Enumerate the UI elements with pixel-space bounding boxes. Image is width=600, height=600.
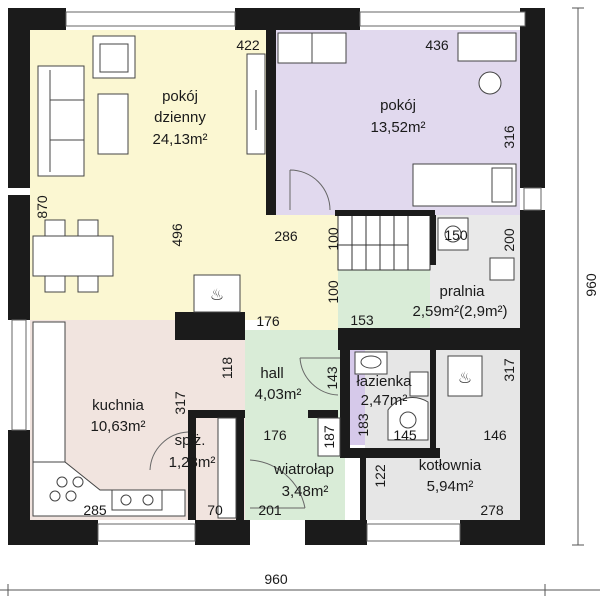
bathroom-name: łazienka [356,373,412,390]
dim-label: 316 [501,125,517,149]
dim-label: 436 [425,37,449,53]
laundry-name: pralnia [439,283,485,300]
bedroom-door [289,169,331,211]
fire-icon: ♨ [210,287,224,304]
dim-label: 176 [256,313,280,329]
coffee-table [97,93,129,155]
kitchen-counter [32,321,186,517]
outer-walls [8,8,545,545]
dim-label: 176 [263,427,287,443]
total-width-label: 960 [264,571,288,587]
dining-set [32,219,114,293]
dim-label: 870 [34,195,50,219]
dim-label: 146 [483,427,507,443]
hall-name: hall [260,365,283,382]
living-room-name-1: pokój [162,88,198,105]
pantry-area-label: 1,23m² [169,454,216,471]
entrance-door [249,459,306,509]
kitchen-name: kuchnia [92,397,144,414]
bedroom-shelf [457,32,517,62]
pantry-name: spiż. [175,432,206,449]
kitchen-area-label: 10,63m² [90,418,145,435]
hall-area-label: 4,03m² [255,386,302,403]
laundry-sink [489,257,515,281]
boiler-room-name: kotłownia [419,457,482,474]
dim-label: 100 [325,280,341,304]
dim-label: 496 [169,223,185,247]
armchair [92,35,136,79]
total-height-label: 960 [583,273,599,297]
dim-label: 150 [444,227,468,243]
boiler-room-area-label: 5,94m² [427,478,474,495]
pantry-shelf [217,417,237,519]
bath-toilet [409,371,429,397]
dim-label: 201 [258,502,282,518]
dim-label: 145 [393,427,417,443]
dim-label: 317 [172,391,188,415]
bedroom-area-label: 13,52m² [370,119,425,136]
dim-label: 422 [236,37,260,53]
living-room-area-label: 24,13m² [152,131,207,148]
bedroom-chair [478,71,502,95]
laundry-washer-drum [444,225,462,243]
laundry-area-label: 2,59m²(2,9m²) [412,303,507,320]
dim-label: 187 [321,425,337,449]
pantry-door [149,431,189,471]
sofa [37,65,85,177]
dim-label: 286 [274,228,298,244]
bedroom-name: pokój [380,97,416,114]
dim-label: 100 [325,227,341,251]
dim-label: 70 [207,502,223,518]
heating-icon: ♨ [458,370,472,387]
dim-label: 200 [501,228,517,252]
hall-door [299,357,340,396]
dim-label: 317 [501,358,517,382]
dim-label: 153 [350,312,374,328]
interior-walls [175,30,528,520]
vestibule-area-label: 3,48m² [282,483,329,500]
living-room-area-lower [270,215,338,330]
dim-label: 122 [372,464,388,488]
vestibule-wardrobe [317,417,341,457]
bath-sink-bowl [360,355,382,369]
wardrobe [277,32,347,64]
dimension-lines [0,7,600,596]
dim-label: 183 [355,413,371,437]
dim-label: 285 [83,502,107,518]
bed [412,163,517,207]
vestibule-name: wiatrołap [273,461,334,478]
fireplace [193,274,241,313]
living-room-name-2: dzienny [154,109,206,126]
stair-landing-area [338,270,430,332]
shower [387,397,429,441]
dim-label: 143 [324,366,340,390]
dim-label: 278 [480,502,504,518]
dim-label: 118 [219,357,235,380]
windows [11,11,542,542]
bathroom-area-label: 2,47m² [361,392,408,409]
shower-drain [399,411,417,429]
staircase [337,214,431,271]
boiler-unit [447,355,483,397]
